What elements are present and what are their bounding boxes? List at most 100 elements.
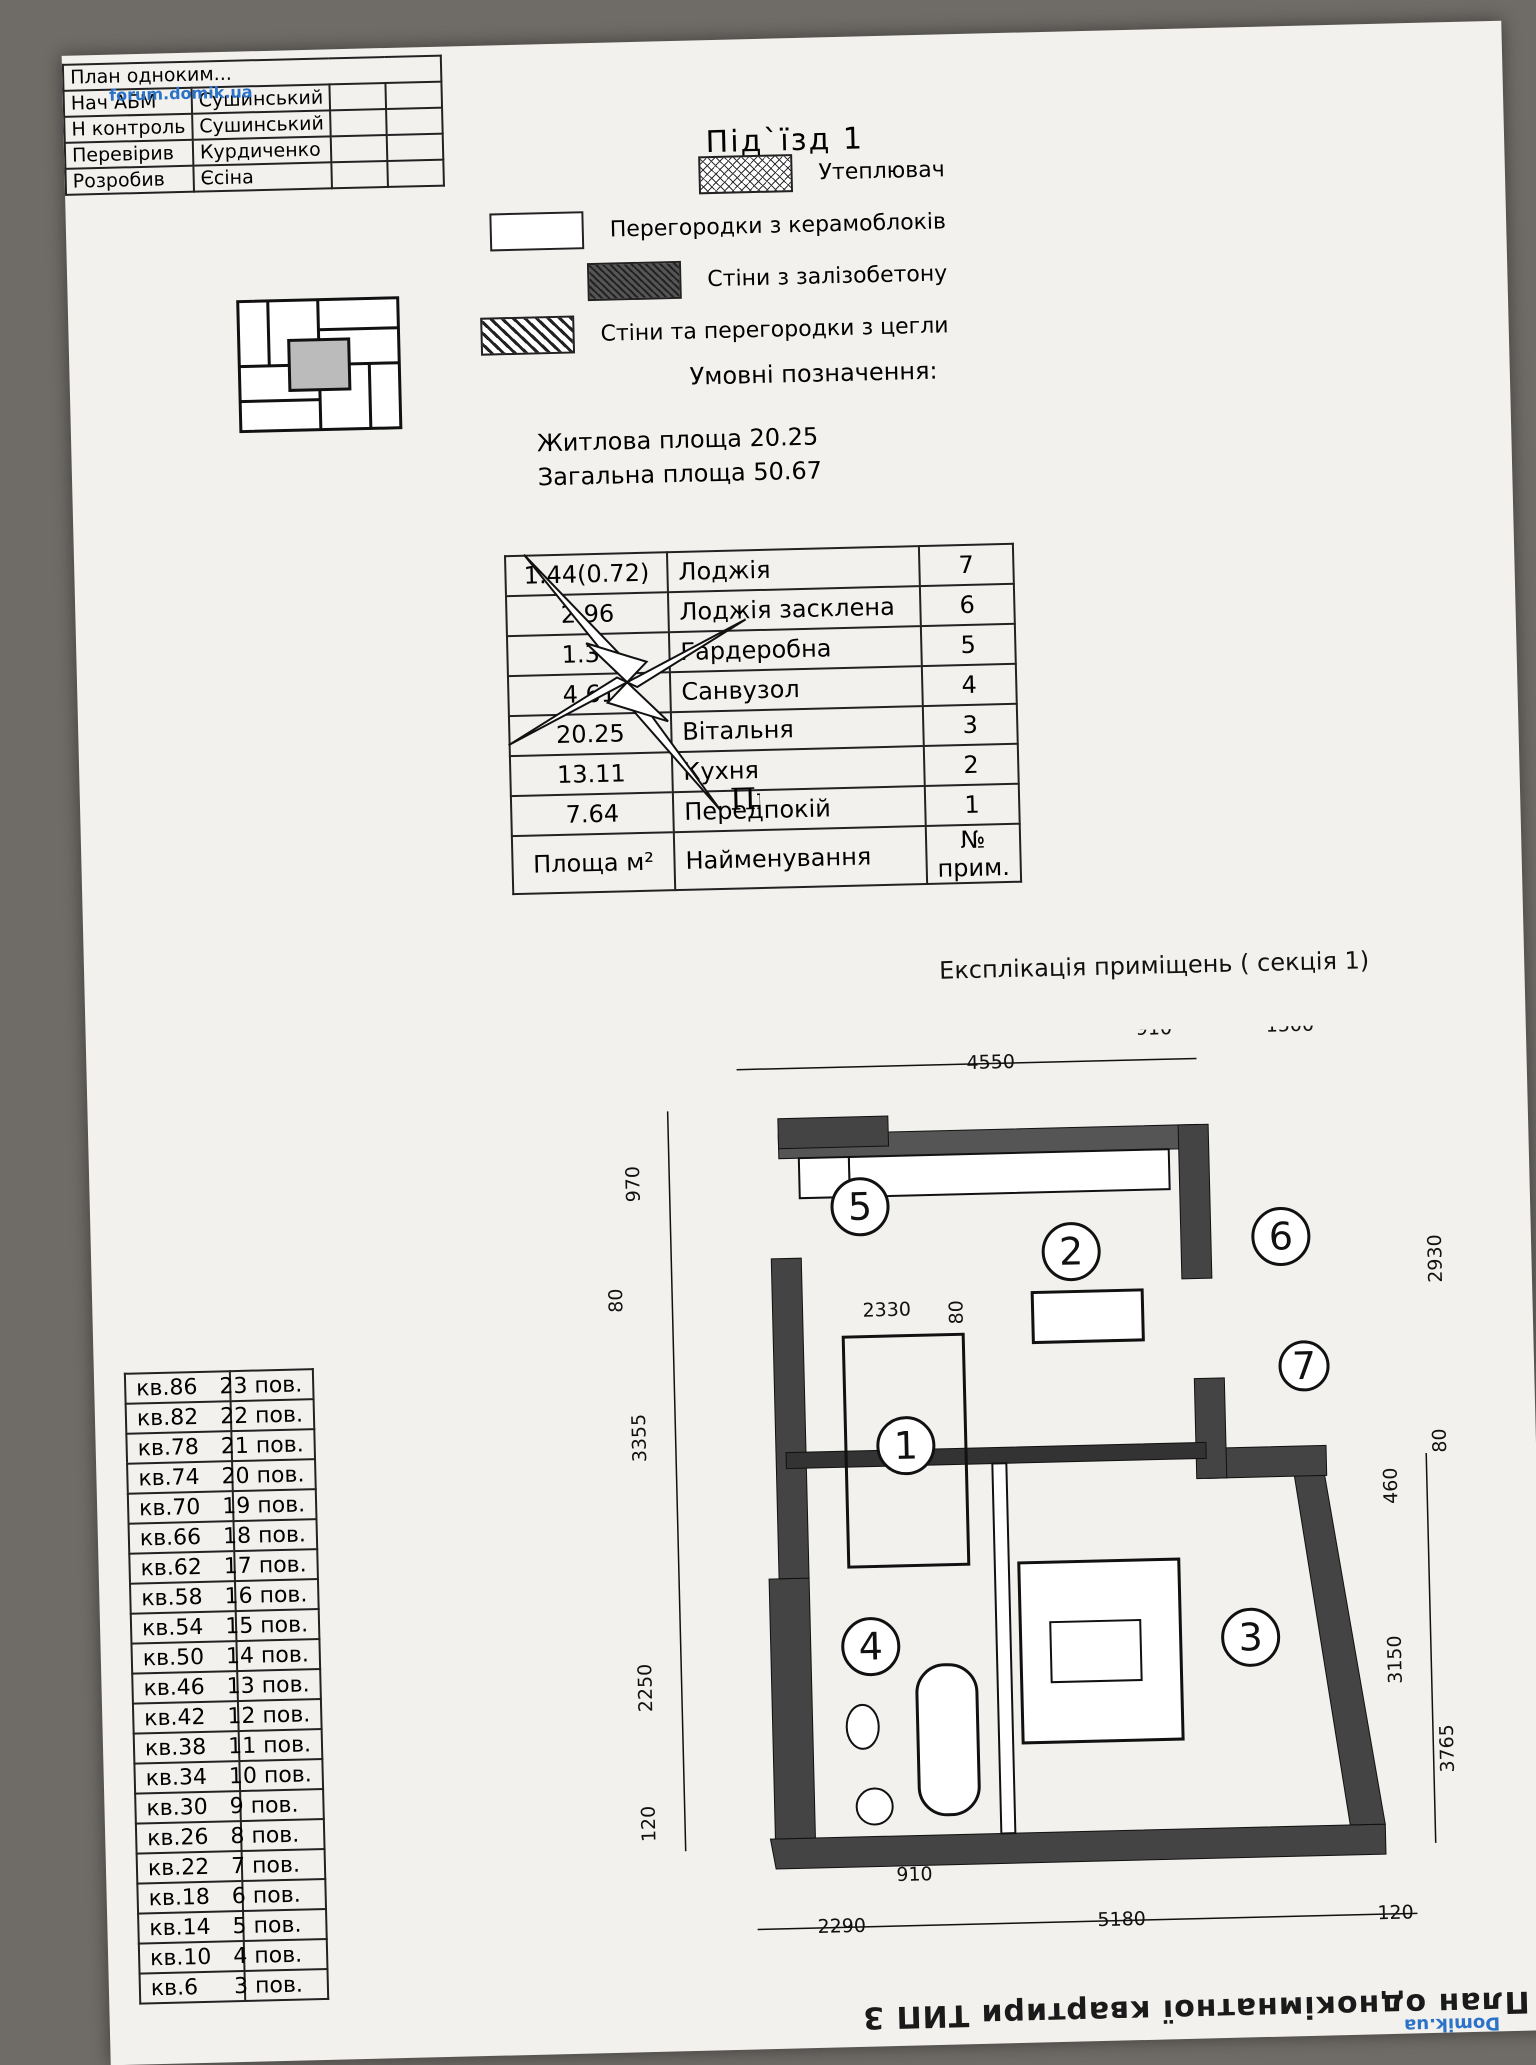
floor-number: 6 пов. — [220, 1878, 327, 1912]
floor-number: 21 пов. — [209, 1429, 316, 1462]
dim-inner: 2330 — [862, 1299, 911, 1322]
room-7-number: 7 — [1291, 1344, 1316, 1389]
area-totals: Житлова площа 20.25 Загальна площа 50.67 — [537, 419, 823, 494]
title-block-empty — [387, 159, 444, 187]
floor-number: 23 пов. — [208, 1369, 314, 1402]
total-area: Загальна площа 50.67 — [537, 456, 823, 492]
watermark-top: Domik.ua — [1403, 2012, 1501, 2036]
wardrobe-icon — [797, 1155, 851, 1200]
explication-num: 2 — [923, 743, 1019, 787]
room-5-marker — [830, 1177, 890, 1237]
room-1-number: 1 — [893, 1423, 918, 1468]
apartment-number: кв.82 — [125, 1401, 210, 1434]
floor-number: 17 пов. — [212, 1549, 318, 1582]
floor-number: 16 пов. — [213, 1579, 319, 1612]
room-4-number: 4 — [858, 1624, 883, 1669]
apartment-number: кв.86 — [124, 1371, 209, 1404]
floor-number: 4 пов. — [221, 1938, 328, 1972]
apartment-number: кв.70 — [127, 1491, 212, 1524]
legend-swatch — [480, 315, 576, 356]
key-plan — [236, 296, 403, 434]
explication-header-area: Площа м² — [511, 832, 675, 895]
rug-icon — [1049, 1618, 1143, 1684]
floor-number: 12 пов. — [216, 1699, 322, 1732]
floor-number: 7 пов. — [219, 1849, 326, 1882]
room-1-marker — [876, 1416, 936, 1476]
dim-bottom-4: 910 — [896, 1863, 933, 1886]
room-2-marker — [1041, 1222, 1101, 1282]
title-block-empty — [331, 160, 389, 189]
room-3-number: 3 — [1238, 1615, 1263, 1660]
compass-north-label: Пн — [730, 782, 761, 818]
dim-left-3: 3355 — [628, 1414, 651, 1463]
room-4-marker — [841, 1617, 901, 1677]
paper: План однокімнатної квартири ТИП 3 Domik.… — [61, 20, 1536, 2065]
explication-num: 6 — [919, 583, 1015, 627]
floor-number: 8 пов. — [219, 1819, 325, 1852]
wall-loggia-slanted — [1290, 1455, 1386, 1826]
apartment-number: кв.18 — [137, 1881, 222, 1914]
apartment-number: кв.54 — [130, 1611, 215, 1644]
room-3-marker — [1221, 1607, 1281, 1667]
title-block-empty — [331, 134, 388, 163]
apartment-number: кв.22 — [136, 1851, 221, 1884]
explication-title: Експлікація приміщень ( секція 1) — [938, 946, 1370, 985]
explication-num: 1 — [924, 783, 1020, 827]
explication-num: 7 — [918, 543, 1014, 587]
dim-left-1: 120 — [638, 1806, 661, 1843]
floor-number: 5 пов. — [221, 1908, 327, 1942]
entrance-title: Під`їзд 1 — [705, 121, 865, 161]
title-block-empty — [330, 108, 387, 137]
dim-top-2: 910 — [1135, 1021, 1172, 1040]
legend-swatch — [489, 211, 585, 252]
floor-number: 19 пов. — [210, 1489, 317, 1522]
title-block-role: Розробив — [65, 165, 194, 195]
title-block-empty — [386, 133, 444, 161]
floor-number: 15 пов. — [213, 1609, 320, 1642]
legend-label: Утеплювач — [818, 156, 946, 185]
compass-ray-west — [624, 618, 747, 689]
room-6-marker — [1251, 1206, 1311, 1266]
apartment-number: кв.38 — [133, 1731, 218, 1764]
explication-num: 3 — [922, 703, 1018, 747]
legend-item: Стіни з залізобетону — [586, 254, 948, 302]
dim-top-3: 1500 — [1265, 1021, 1314, 1037]
wall-hall — [770, 1257, 810, 1580]
floor-number: 11 пов. — [216, 1729, 323, 1762]
title-block-name: Сушинський — [192, 110, 332, 140]
apartment-number: кв.78 — [126, 1431, 211, 1464]
dining-table-icon — [1030, 1288, 1145, 1345]
kitchen-counter — [847, 1148, 1171, 1199]
floor-number: 20 пов. — [210, 1459, 316, 1492]
dim-right-1: 3765 — [1436, 1724, 1459, 1773]
bathtub-icon — [915, 1663, 981, 1817]
legend-title: Умовні позначення: — [689, 356, 938, 391]
wall-outer-bottom — [769, 1823, 1387, 1870]
dim-left-5: 970 — [622, 1166, 645, 1203]
compass-ray-sw — [585, 642, 649, 684]
apartment-number: кв.58 — [129, 1581, 214, 1614]
dim-right-4: 80 — [1429, 1428, 1452, 1453]
title-block-empty — [385, 81, 443, 109]
compass-ray-east — [508, 676, 630, 747]
floor-plan: 1 2 3 4 5 6 7 120 — [605, 1021, 1459, 1938]
dim-bottom-2: 5180 — [1097, 1908, 1146, 1931]
dim-bottom-3: 2290 — [817, 1915, 866, 1938]
legend-label: Перегородки з керамоблоків — [609, 208, 947, 243]
dim-top-1: 4550 — [966, 1051, 1015, 1074]
dim-inner-2: 80 — [945, 1300, 968, 1325]
apartment-number: кв.46 — [132, 1671, 217, 1704]
